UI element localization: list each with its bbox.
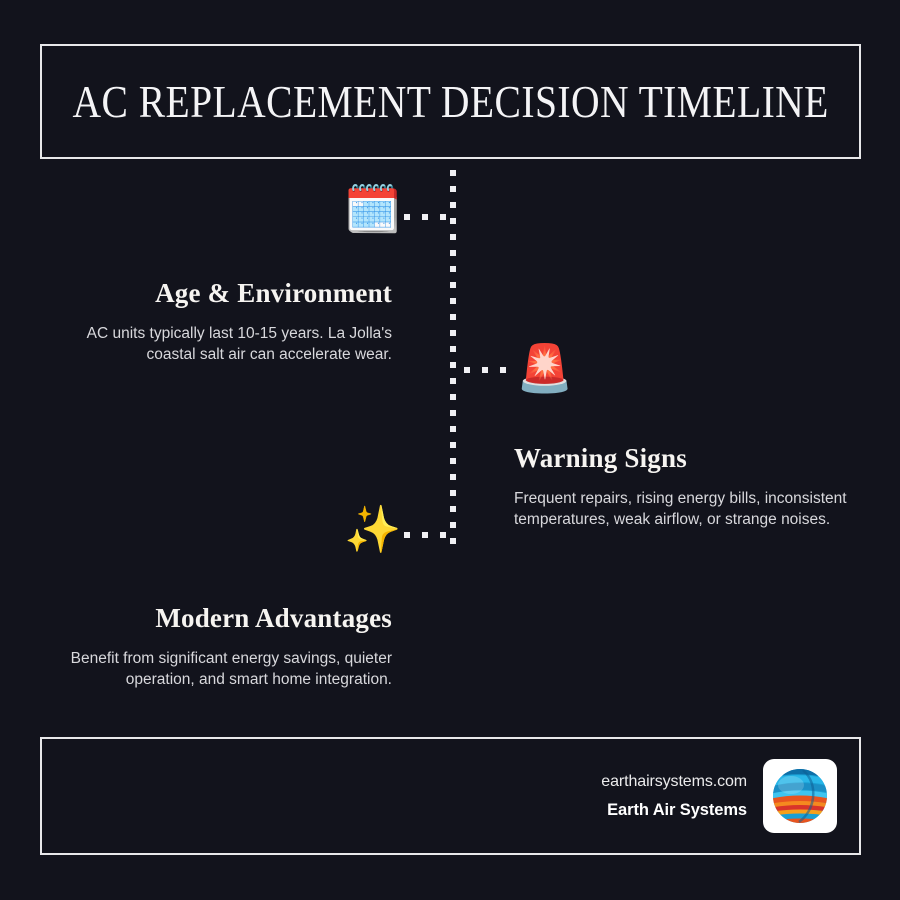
timeline-spine-dot: [450, 250, 456, 256]
timeline-connector-dot: [422, 214, 428, 220]
step-body: Frequent repairs, rising energy bills, i…: [514, 490, 847, 529]
timeline-spine-dot: [450, 218, 456, 224]
timeline-spine-dot: [450, 394, 456, 400]
timeline-spine-dot: [450, 298, 456, 304]
timeline-connector-dot: [500, 367, 506, 373]
timeline-spine-dot: [450, 506, 456, 512]
timeline-spine-dot: [450, 426, 456, 432]
globe-logo: [763, 759, 837, 833]
timeline-spine-dot: [450, 474, 456, 480]
timeline-connector-dot: [404, 532, 410, 538]
sparkles-icon: ✨: [344, 503, 402, 555]
timeline-spine: [450, 170, 456, 544]
calendar-icon: 🗓️: [344, 183, 402, 235]
globe-logo-graphic: [773, 769, 827, 823]
step-heading: Modern Advantages: [155, 603, 392, 633]
timeline-spine-dot: [450, 282, 456, 288]
step-body: Benefit from significant energy savings,…: [70, 650, 392, 689]
timeline-spine-dot: [450, 346, 456, 352]
footer-banner: earthairsystems.com Earth Air Systems: [40, 737, 861, 855]
brand-name: Earth Air Systems: [607, 800, 747, 819]
footer-text-group: earthairsystems.com Earth Air Systems: [601, 773, 747, 820]
timeline-connector-dot: [482, 367, 488, 373]
timeline-connector-dot: [464, 367, 470, 373]
timeline-spine-dot: [450, 410, 456, 416]
title-banner: AC REPLACEMENT DECISION TIMELINE: [40, 44, 861, 159]
footer-content: earthairsystems.com Earth Air Systems: [601, 739, 837, 853]
timeline-spine-dot: [450, 234, 456, 240]
timeline-step-modern-advantages: Modern Advantages Benefit from significa…: [42, 603, 392, 691]
timeline-spine-dot: [450, 266, 456, 272]
timeline-spine-dot: [450, 186, 456, 192]
timeline-step-age-environment: Age & Environment AC units typically las…: [42, 278, 392, 366]
step-heading: Age & Environment: [155, 278, 392, 308]
timeline-spine-dot: [450, 378, 456, 384]
siren-icon: 🚨: [516, 342, 574, 394]
timeline-connector-1: [404, 214, 460, 220]
timeline-connector-dot: [422, 532, 428, 538]
website-url[interactable]: earthairsystems.com: [601, 772, 747, 790]
timeline-spine-dot: [450, 458, 456, 464]
timeline-spine-dot: [450, 538, 456, 544]
timeline-connector-dot: [440, 214, 446, 220]
step-body: AC units typically last 10-15 years. La …: [86, 325, 392, 364]
timeline-spine-dot: [450, 202, 456, 208]
timeline-connector-3: [404, 532, 460, 538]
timeline-spine-dot: [450, 314, 456, 320]
page-title: AC REPLACEMENT DECISION TIMELINE: [72, 76, 829, 127]
timeline-spine-dot: [450, 522, 456, 528]
timeline-spine-dot: [450, 442, 456, 448]
timeline-connector-2: [464, 367, 506, 373]
timeline-spine-dot: [450, 362, 456, 368]
timeline-spine-dot: [450, 170, 456, 176]
timeline-spine-dot: [450, 490, 456, 496]
timeline-connector-dot: [440, 532, 446, 538]
timeline-connector-dot: [404, 214, 410, 220]
timeline-spine-dot: [450, 330, 456, 336]
step-heading: Warning Signs: [514, 443, 687, 473]
timeline-step-warning-signs: Warning Signs Frequent repairs, rising e…: [514, 443, 862, 531]
